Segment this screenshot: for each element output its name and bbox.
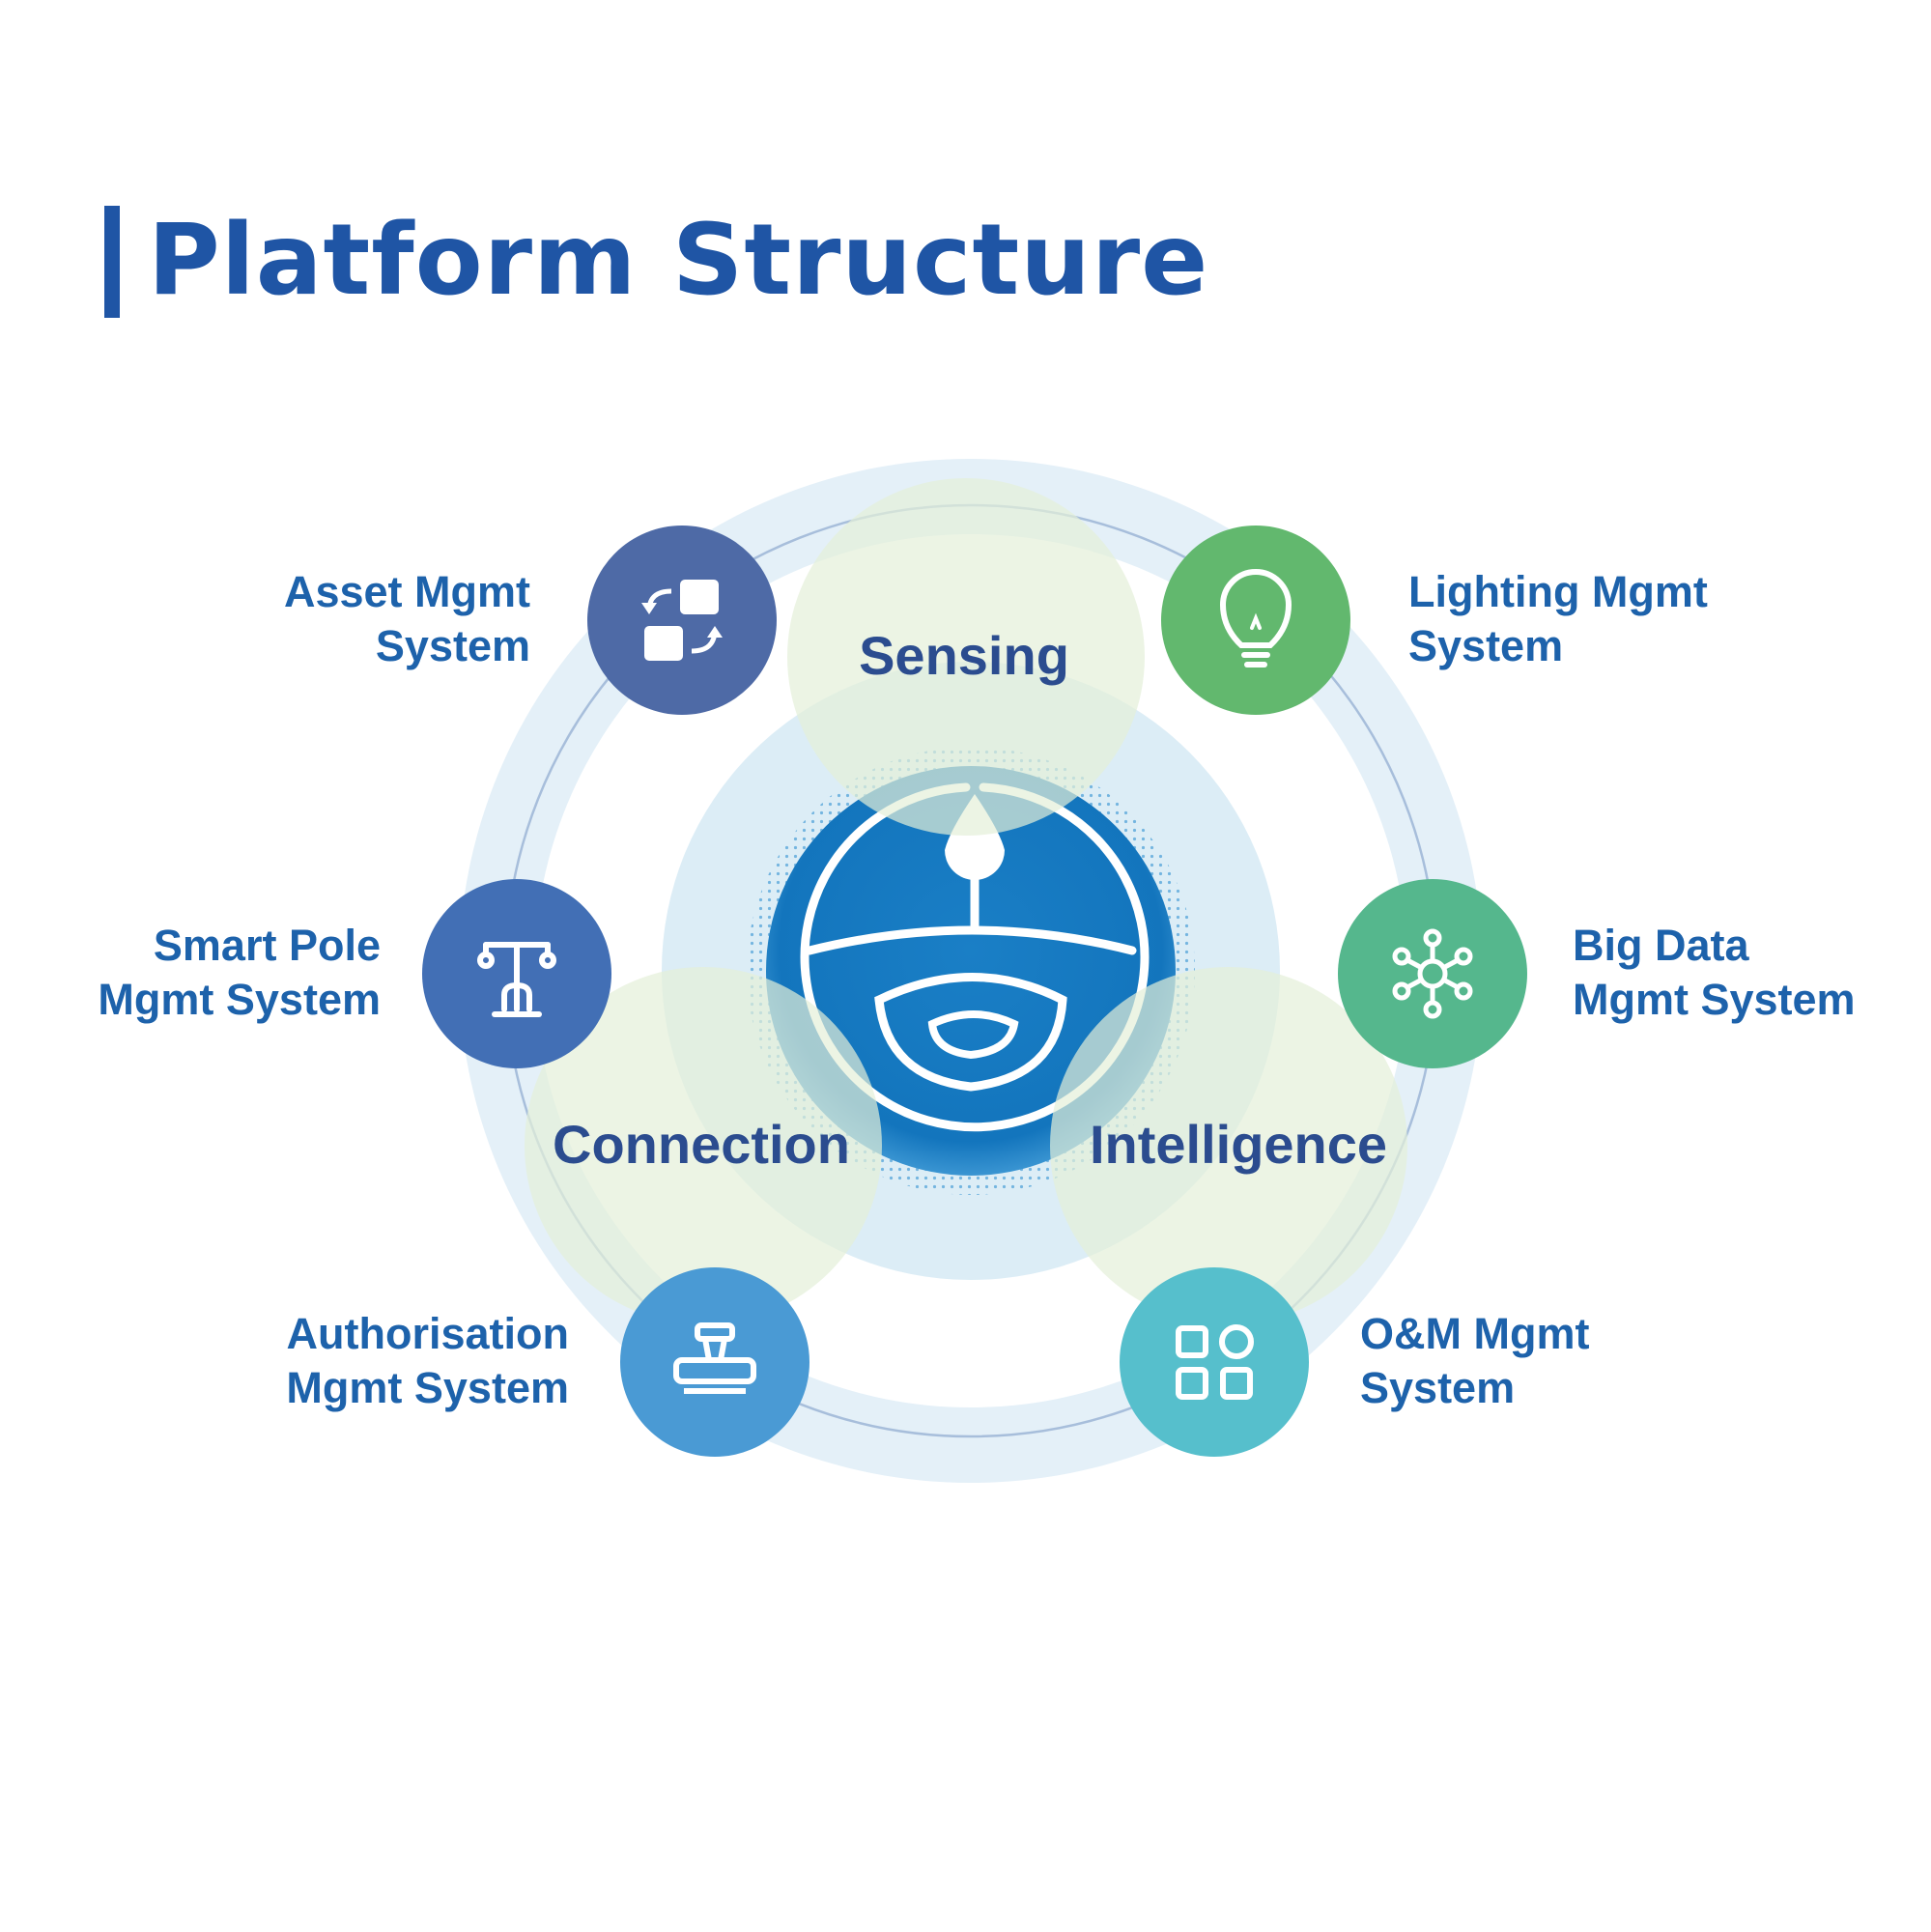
label-line-2: Mgmt System <box>98 975 381 1024</box>
label-line-2: System <box>1360 1363 1516 1412</box>
title-accent-bar <box>104 206 120 318</box>
page-title: Platform Structure <box>148 203 1209 318</box>
label-line-1: Lighting Mgmt <box>1408 567 1708 616</box>
label-asset-mgmt: Asset Mgmt System <box>284 565 530 673</box>
core-drop-icon <box>945 794 1005 880</box>
light-bulb-icon <box>1219 569 1292 668</box>
label-smart-pole: Smart Pole Mgmt System <box>98 919 381 1027</box>
label-line-2: System <box>375 621 530 670</box>
node-om-mgmt[interactable] <box>1120 1267 1309 1457</box>
label-line-2: Mgmt System <box>1573 975 1856 1024</box>
label-big-data-mgmt: Big Data Mgmt System <box>1573 919 1856 1027</box>
node-smart-pole[interactable] <box>422 879 611 1068</box>
core-label-intelligence: Intelligence <box>1090 1114 1387 1175</box>
node-asset-mgmt[interactable] <box>587 526 777 715</box>
label-line-2: System <box>1408 621 1564 670</box>
label-authorisation-mgmt: Authorisation Mgmt System <box>286 1307 569 1415</box>
swap-blocks-icon <box>641 580 723 661</box>
label-line-1: Big Data <box>1573 921 1749 970</box>
label-line-1: Smart Pole <box>153 921 381 970</box>
node-big-data-mgmt[interactable] <box>1338 879 1527 1068</box>
node-authorisation-mgmt[interactable] <box>620 1267 809 1457</box>
network-hub-icon <box>1392 928 1473 1019</box>
app-grid-icon <box>1176 1324 1254 1400</box>
core-label-connection: Connection <box>553 1114 850 1175</box>
label-line-2: Mgmt System <box>286 1363 569 1412</box>
venn-circle-intelligence <box>1050 967 1407 1324</box>
core-label-sensing: Sensing <box>859 625 1069 686</box>
label-line-1: O&M Mgmt <box>1360 1309 1590 1358</box>
label-om-mgmt: O&M Mgmt System <box>1360 1307 1589 1415</box>
venn-circle-connection <box>525 967 882 1324</box>
core-logo-icon <box>800 782 1150 1132</box>
label-lighting-mgmt: Lighting Mgmt System <box>1408 565 1708 673</box>
stamp-icon <box>673 1322 756 1394</box>
label-line-1: Authorisation <box>286 1309 569 1358</box>
smart-pole-icon <box>477 942 556 1017</box>
label-line-1: Asset Mgmt <box>283 567 530 616</box>
node-lighting-mgmt[interactable] <box>1161 526 1350 715</box>
venn-circle-sensing <box>787 478 1145 836</box>
